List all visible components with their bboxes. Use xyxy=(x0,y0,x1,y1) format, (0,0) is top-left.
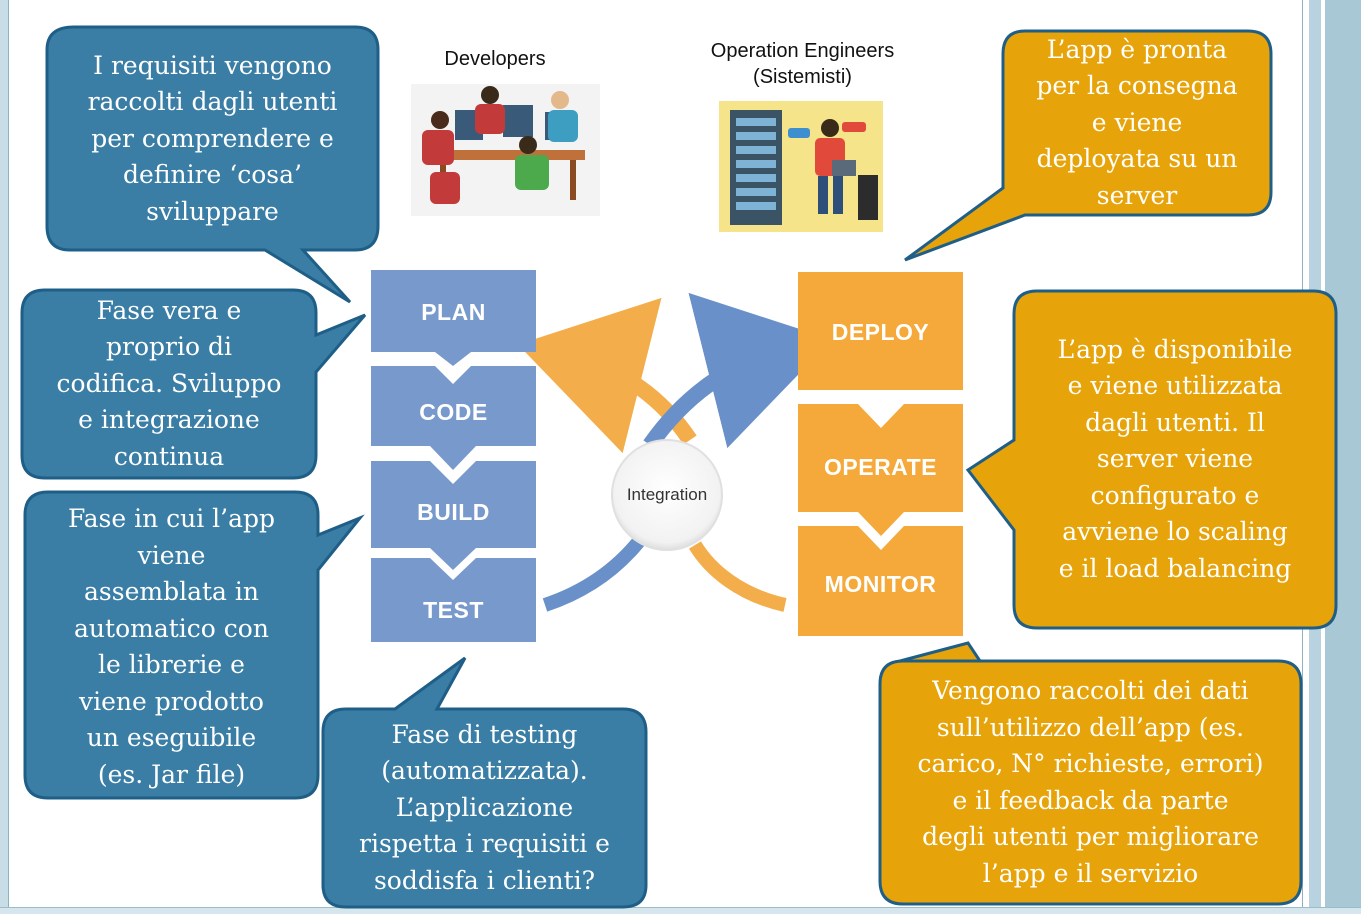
code-box-shape xyxy=(371,366,536,446)
bubble-operate-shape xyxy=(965,289,1338,630)
bubble-plan-shape xyxy=(45,25,380,304)
operate-chevron xyxy=(858,512,904,536)
stage-monitor: MONITOR xyxy=(824,570,937,597)
dev-stages xyxy=(371,270,536,642)
bubble-build-text: Fase in cui l’app viene assemblata in au… xyxy=(67,504,276,789)
test-box-shape xyxy=(371,558,536,642)
ops-stages xyxy=(798,272,963,636)
bubble-test-text: Fase di testing (automatizzata). L’appli… xyxy=(359,719,610,895)
bubble-monitor-text: Vengono raccolti dei dati sull’utilizzo … xyxy=(917,676,1264,888)
arrow-from-monitor xyxy=(688,541,787,612)
arrow-to-plan xyxy=(517,297,697,454)
bubble-plan-text: I requisiti vengono raccolti dagli utent… xyxy=(87,50,338,226)
operations-illustration xyxy=(719,101,883,232)
bubble-deploy-text: L’app è pronta per la consegna e viene d… xyxy=(1036,34,1238,210)
integration-label: Integration xyxy=(626,485,708,504)
arrow-to-deploy xyxy=(643,292,833,450)
operations-label: Operation Engineers (Sistemisti) xyxy=(710,40,895,88)
bubble-monitor-shape xyxy=(878,641,1303,906)
monitor-box-shape xyxy=(798,526,963,636)
stage-deploy: DEPLOY xyxy=(831,318,930,345)
deploy-box-shape xyxy=(798,272,963,390)
code-chevron xyxy=(430,446,476,470)
stage-code: CODE xyxy=(419,398,488,425)
stage-test: TEST xyxy=(423,596,484,623)
developers-label: Developers xyxy=(444,48,546,70)
stage-build: BUILD xyxy=(417,498,490,525)
slide-bottom-border xyxy=(0,907,1361,914)
operate-box-shape xyxy=(798,404,963,512)
arrow-from-test xyxy=(542,535,646,612)
bubble-deploy-shape xyxy=(904,29,1273,262)
plan-box-shape xyxy=(371,270,536,366)
stage-plan: PLAN xyxy=(421,298,486,325)
build-box-shape xyxy=(371,461,536,570)
developers-illustration xyxy=(411,84,600,216)
slide-left-border xyxy=(0,0,9,914)
bubble-code-shape xyxy=(20,288,367,480)
bubble-operate-text: L’app è disponibile e viene utilizzata d… xyxy=(1057,334,1293,583)
stage-operate: OPERATE xyxy=(824,453,937,480)
bubble-test-shape xyxy=(321,656,648,909)
integration-circle xyxy=(611,439,723,551)
bubble-build-shape xyxy=(23,490,365,800)
bubble-code-text: Fase vera e proprio di codifica. Svilupp… xyxy=(56,295,282,471)
